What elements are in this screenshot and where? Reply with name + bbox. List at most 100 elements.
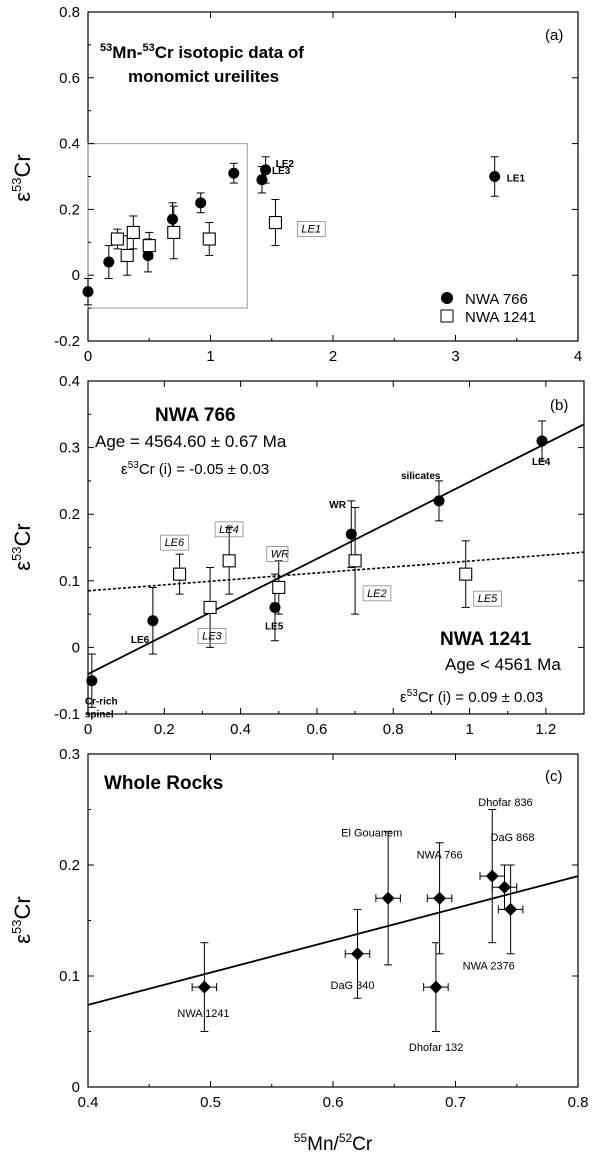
nwa766-marker	[82, 286, 94, 298]
data-point: LE3	[197, 566, 227, 648]
data-point: Dhofar 836	[478, 797, 533, 944]
point-label-box	[473, 590, 502, 607]
data-point: LE5	[459, 540, 502, 608]
nwa766-marker	[195, 197, 207, 209]
whole-rock-marker	[433, 891, 447, 905]
data-point	[120, 235, 134, 276]
nwa766-point-label: silicates	[401, 471, 441, 482]
legend-nwa1241-label: NWA 1241	[465, 309, 536, 326]
data-point: NWA 766	[417, 842, 463, 955]
data-point	[228, 162, 240, 184]
y-tick-label: 0.4	[59, 373, 80, 390]
nwa1241-point-label: LE5	[478, 593, 498, 605]
y-tick-label: 0.1	[59, 968, 80, 985]
legend-filled-circle-marker	[441, 292, 453, 304]
nwa766-point-label: LE5	[265, 621, 284, 632]
y-tick-label: 0.8	[59, 4, 80, 21]
point-label-box	[266, 546, 289, 562]
data-point: LE2	[260, 156, 294, 184]
nwa1241-point-label: LE3	[202, 630, 222, 642]
data-point	[142, 231, 156, 260]
nwa1241-point-label: LE2	[367, 588, 387, 600]
nwa766-marker	[86, 675, 98, 687]
whole-rock-marker	[381, 891, 395, 905]
nwa1241-marker	[110, 232, 124, 246]
data-point	[82, 277, 94, 306]
x-tick-label: 0.4	[78, 1094, 99, 1111]
nwa1241-marker	[202, 232, 216, 246]
nwa766-marker	[256, 174, 268, 186]
data-point	[195, 192, 207, 214]
data-point	[126, 215, 140, 250]
legend-open-square-marker	[440, 309, 454, 323]
nwa766-annotation-title: NWA 766	[155, 405, 236, 426]
nwa1241-marker	[222, 554, 236, 568]
panel-a-y-axis-label: ε53Cr	[9, 154, 35, 202]
panel-c-title: Whole Rocks	[104, 773, 223, 794]
nwa766-point-label-line2: spinel	[85, 710, 114, 721]
panel-b-y-axis-label: ε53Cr	[9, 523, 35, 571]
whole-rock-label: NWA 1241	[177, 1008, 229, 1020]
nwa1241-marker	[142, 239, 156, 253]
x-axis-label: 55Mn/52Cr	[294, 1131, 373, 1155]
nwa1241-marker	[268, 216, 282, 230]
x-tick-label: 1	[465, 721, 473, 738]
x-tick-label: 0.2	[154, 721, 175, 738]
data-point: LE6	[160, 534, 189, 595]
whole-rock-marker	[504, 902, 518, 916]
x-tick-label: 0.5	[200, 1094, 221, 1111]
data-point	[202, 222, 216, 256]
nwa766-marker	[489, 171, 501, 182]
x-tick-label: 1.2	[535, 721, 556, 738]
nwa766-age-text: Age = 4564.60 ± 0.67 Ma	[95, 432, 287, 451]
nwa766-marker	[103, 256, 115, 268]
panel-a-inset-box	[87, 143, 248, 309]
x-tick-label: 3	[451, 348, 459, 365]
data-point: silicates	[401, 471, 445, 522]
nwa1241-point-label: LE6	[165, 537, 185, 549]
x-tick-label: 0.6	[306, 721, 327, 738]
x-tick-label: 4	[574, 348, 582, 365]
panel-c-label: (c)	[545, 768, 563, 785]
nwa1241-point-label: LE4	[219, 524, 239, 536]
nwa1241-annotation-title: NWA 1241	[440, 629, 532, 650]
y-tick-label: 0.2	[59, 506, 80, 523]
data-point: Dhofar 132	[409, 942, 463, 1054]
nwa766-marker	[345, 528, 357, 540]
panel-b-label: (b)	[550, 397, 568, 414]
point-label-box	[214, 521, 244, 538]
x-tick-label: 0.4	[230, 721, 251, 738]
data-point	[110, 228, 124, 250]
nwa766-marker	[260, 164, 272, 176]
data-point: DaG 340	[331, 908, 375, 999]
y-tick-label: -0.1	[54, 706, 80, 723]
isochron-fit-line	[87, 423, 585, 675]
x-tick-label: 2	[329, 348, 337, 365]
data-point	[103, 245, 115, 279]
panel-c-y-axis-label: ε53Cr	[9, 896, 35, 944]
whole-rock-label: El Gouanem	[341, 827, 402, 839]
whole-rock-marker	[498, 880, 511, 894]
nwa766-marker	[536, 435, 548, 447]
nwa1241-point-label: LE1	[301, 224, 321, 236]
x-tick-label: 0	[84, 348, 92, 365]
panel-a-title-line2: monomict ureilites	[128, 67, 279, 86]
point-label-box	[197, 628, 227, 644]
nwa1241-age-text: Age < 4561 Ma	[445, 655, 561, 674]
panel-a-label: (a)	[545, 27, 563, 44]
nwa766-marker	[269, 601, 281, 613]
x-tick-label: 0.8	[568, 1094, 589, 1111]
point-label-box	[362, 585, 392, 602]
x-tick-label: 1	[206, 348, 214, 365]
data-point: LE1	[489, 156, 525, 197]
y-tick-label: 0.2	[59, 201, 80, 218]
data-point: El Gouanem	[341, 827, 402, 966]
data-point: LE6	[131, 586, 159, 655]
nwa766-marker	[167, 213, 179, 225]
nwa1241-marker	[459, 567, 473, 581]
y-tick-label: 0.4	[59, 136, 80, 153]
